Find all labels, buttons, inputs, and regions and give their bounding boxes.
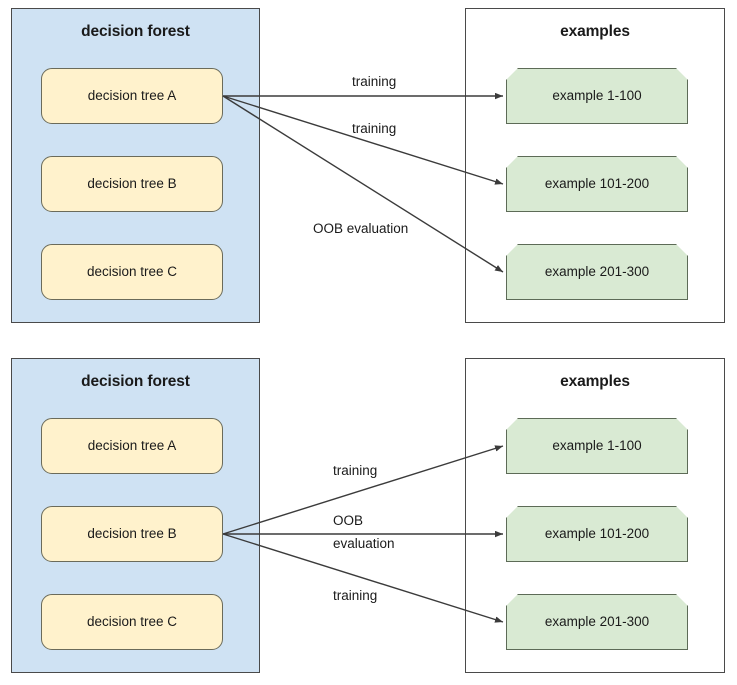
- decision-forest-title-top: decision forest: [81, 23, 190, 40]
- edge-label-oob-line2-bottom: evaluation: [333, 536, 395, 551]
- edge-label-training-2-top: training: [352, 121, 397, 136]
- edge-label-oob-line1-bottom: OOB: [333, 513, 364, 528]
- example-101-200-node-top[interactable]: example 101-200: [506, 156, 688, 212]
- decision-tree-c-node-top[interactable]: decision tree C: [41, 244, 223, 300]
- decision-tree-b-node-bottom[interactable]: decision tree B: [41, 506, 223, 562]
- example-1-100-node-top[interactable]: example 1-100: [506, 68, 688, 124]
- decision-tree-b-node-top[interactable]: decision tree B: [41, 156, 223, 212]
- edge-label-training-1-bottom: training: [333, 463, 378, 478]
- diagram-decision-tree-a: decision forest examples decision tree A…: [0, 0, 737, 330]
- decision-tree-a-node-top[interactable]: decision tree A: [41, 68, 223, 124]
- example-201-300-node-bottom[interactable]: example 201-300: [506, 594, 688, 650]
- edge-training-2-top: [222, 95, 504, 185]
- edge-label-training-2-bottom: training: [333, 588, 378, 603]
- edge-label-training-1-top: training: [352, 74, 397, 89]
- examples-title-top: examples: [560, 23, 630, 40]
- diagram-decision-tree-b: decision forest examples decision tree A…: [0, 350, 737, 680]
- examples-title-bottom: examples: [560, 373, 630, 390]
- example-1-100-node-bottom[interactable]: example 1-100: [506, 418, 688, 474]
- edge-label-oob-evaluation-top: OOB evaluation: [313, 221, 409, 236]
- example-201-300-node-top[interactable]: example 201-300: [506, 244, 688, 300]
- decision-forest-title-bottom: decision forest: [81, 373, 190, 390]
- example-101-200-node-bottom[interactable]: example 101-200: [506, 506, 688, 562]
- decision-tree-c-node-bottom[interactable]: decision tree C: [41, 594, 223, 650]
- decision-tree-a-node-bottom[interactable]: decision tree A: [41, 418, 223, 474]
